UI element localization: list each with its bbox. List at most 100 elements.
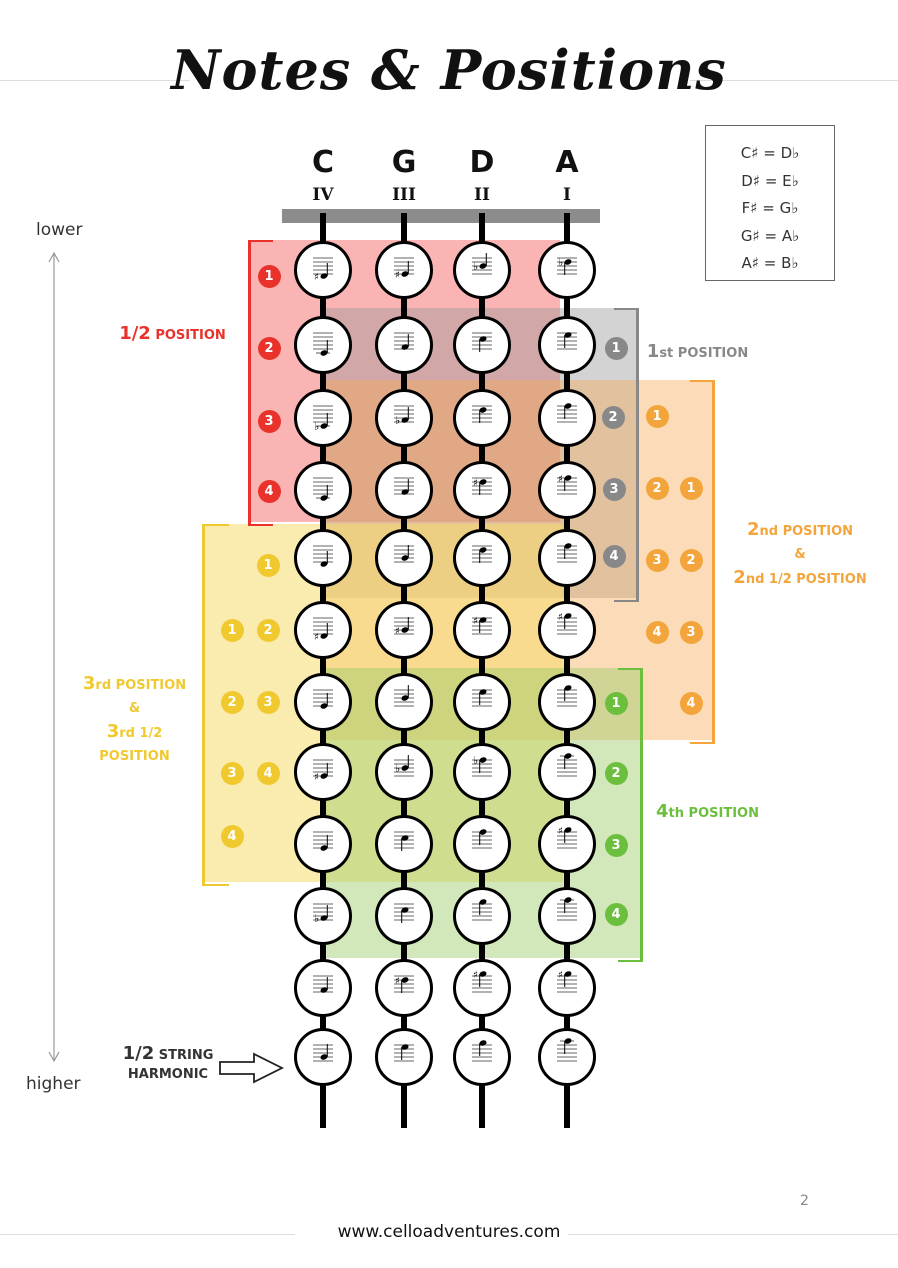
second-finger-badge: 2 — [679, 548, 703, 572]
fourth-finger-badge: 1 — [604, 691, 628, 715]
note-circle: ♯ — [294, 241, 352, 299]
third-half-position-label-small: rd 1/2 — [119, 726, 163, 741]
note-circle — [453, 316, 511, 374]
string-name-g: G — [391, 145, 417, 180]
string-roman-iv: IV — [312, 185, 334, 205]
second-finger-badge: 1 — [645, 404, 669, 428]
third-position-label-big: 3 — [82, 673, 96, 694]
note-circle — [453, 389, 511, 447]
note-circle: ♯ — [538, 815, 596, 873]
svg-text:♯: ♯ — [473, 616, 478, 627]
note-circle — [538, 673, 596, 731]
string-name-d: D — [469, 145, 495, 180]
second-finger-badge: 1 — [679, 476, 703, 500]
note-circle: ♯ — [453, 461, 511, 519]
first-finger-badge: 4 — [602, 544, 626, 568]
note-circle — [375, 529, 433, 587]
note-circle — [294, 461, 352, 519]
fourth-finger-badge: 2 — [604, 761, 628, 785]
note-circle — [375, 815, 433, 873]
svg-text:♭: ♭ — [473, 754, 478, 767]
third-finger-badge: 4 — [220, 824, 244, 848]
note-circle: ♯ — [375, 241, 433, 299]
note-circle — [453, 673, 511, 731]
note-circle — [453, 529, 511, 587]
svg-text:♭: ♭ — [314, 420, 319, 433]
string-name-a: A — [555, 145, 579, 180]
enharmonic-line: F♯ = G♭ — [741, 199, 799, 217]
svg-text:♭: ♭ — [395, 762, 400, 775]
harmonic-arrow-icon — [219, 1052, 285, 1084]
note-circle — [538, 389, 596, 447]
half-position-label-big: 1/2 — [119, 323, 151, 344]
harmonic-label: 1/2 STRING HARMONIC — [108, 1042, 228, 1083]
second-finger-badge: 3 — [679, 620, 703, 644]
third-position-bracket — [202, 524, 229, 886]
string-name-c: C — [311, 145, 335, 180]
note-circle: ♭ — [294, 389, 352, 447]
svg-text:♯: ♯ — [558, 970, 563, 981]
note-circle: ♭ — [294, 887, 352, 945]
third-finger-badge: 3 — [220, 761, 244, 785]
svg-text:♯: ♯ — [395, 976, 400, 987]
string-line-c — [320, 213, 326, 1128]
note-circle: ♭ — [453, 743, 511, 801]
second-finger-badge: 4 — [645, 620, 669, 644]
svg-text:♯: ♯ — [473, 970, 478, 981]
second-position-label-small: nd POSITION — [759, 524, 854, 539]
fourth-position-label: 4th POSITION — [650, 800, 765, 825]
note-circle — [453, 1028, 511, 1086]
lower-label: lower — [36, 220, 83, 240]
second-position-label-amp: & — [794, 547, 806, 562]
half-finger-badge: 1 — [257, 264, 281, 288]
half-finger-badge: 4 — [257, 479, 281, 503]
note-circle: ♯ — [375, 959, 433, 1017]
note-circle — [294, 1028, 352, 1086]
enharmonic-box: C♯ = D♭ D♯ = E♭ F♯ = G♭ G♯ = A♭ A♯ = B♭ — [705, 125, 835, 281]
svg-text:♯: ♯ — [314, 772, 319, 783]
fourth-finger-badge: 3 — [604, 833, 628, 857]
note-circle — [538, 743, 596, 801]
half-finger-badge: 2 — [257, 336, 281, 360]
string-line-g — [401, 213, 407, 1128]
second-half-position-label-small: nd 1/2 POSITION — [745, 572, 867, 587]
harmonic-label-big: 1/2 — [122, 1043, 155, 1064]
enharmonic-line: D♯ = E♭ — [741, 171, 799, 190]
harmonic-label-small: STRING — [154, 1048, 214, 1063]
third-half-position-label-line3: POSITION — [99, 749, 170, 764]
svg-text:♯: ♯ — [558, 474, 563, 485]
third-finger-badge: 4 — [256, 761, 280, 785]
first-finger-badge: 3 — [602, 477, 626, 501]
half-position-bracket — [248, 240, 273, 526]
svg-text:♯: ♯ — [558, 612, 563, 623]
third-position-label-small: rd POSITION — [95, 678, 187, 693]
svg-text:♭: ♭ — [314, 912, 319, 925]
note-circle — [294, 316, 352, 374]
svg-text:♯: ♯ — [314, 272, 319, 283]
note-circle — [375, 461, 433, 519]
note-circle — [453, 887, 511, 945]
second-position-label: 2nd POSITION & 2nd 1/2 POSITION — [720, 518, 880, 591]
note-circle: ♯ — [453, 959, 511, 1017]
third-finger-badge: 1 — [256, 553, 280, 577]
svg-text:♭: ♭ — [395, 414, 400, 427]
first-finger-badge: 2 — [601, 405, 625, 429]
note-circle: ♭ — [453, 241, 511, 299]
fourth-position-label-small: th POSITION — [668, 806, 759, 821]
note-circle — [294, 673, 352, 731]
svg-text:♯: ♯ — [558, 826, 563, 837]
string-roman-i: I — [563, 185, 571, 205]
third-half-position-label-big: 3 — [106, 721, 120, 742]
enharmonic-line: C♯ = D♭ — [740, 144, 800, 162]
svg-text:♯: ♯ — [395, 626, 400, 637]
note-circle — [294, 959, 352, 1017]
note-circle — [294, 529, 352, 587]
note-circle: ♯ — [294, 601, 352, 659]
first-finger-badge: 1 — [604, 336, 628, 360]
string-line-d — [479, 213, 485, 1128]
note-circle — [538, 316, 596, 374]
fourth-finger-badge: 4 — [604, 902, 628, 926]
second-finger-badge: 4 — [679, 691, 703, 715]
first-position-label: 1st POSITION — [640, 340, 755, 365]
first-position-label-small: st POSITION — [659, 346, 749, 361]
